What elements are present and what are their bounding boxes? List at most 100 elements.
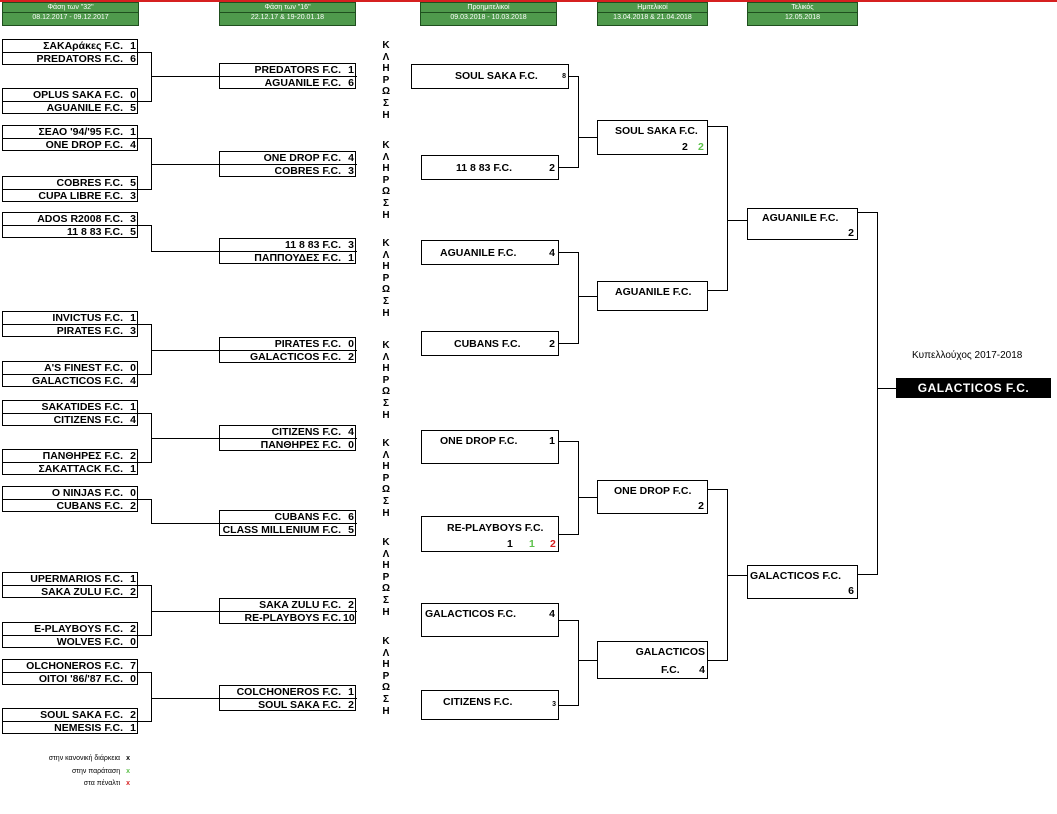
- team-row: ONE DROP F.C.4: [3, 139, 139, 151]
- team-name: ONE DROP F.C.: [45, 139, 123, 151]
- team-row: O NINJAS F.C.0: [3, 487, 139, 500]
- team-name: RE-PLAYBOYS F.C.: [447, 522, 544, 534]
- team-row: A'S FINEST F.C.0: [3, 362, 139, 375]
- team-row: CITIZENS F.C.4: [220, 426, 357, 439]
- team-name: WOLVES F.C.: [56, 636, 123, 648]
- header-dates: 12.05.2018: [748, 12, 857, 22]
- team-score: 1: [130, 40, 136, 52]
- connector-line: [578, 76, 579, 168]
- team-name: PIRATES F.C.: [274, 338, 341, 350]
- connector-line: [727, 575, 748, 576]
- connector-line: [138, 101, 152, 102]
- header-dates: 22.12.17 & 19-20.01.18: [220, 12, 355, 22]
- score-regular: 2: [682, 141, 688, 153]
- draw-letter: Ω: [381, 186, 391, 198]
- team-name: ΣΑΚΑράκες F.C.: [43, 40, 123, 52]
- team-row: AGUANILE F.C.5: [3, 102, 139, 114]
- team-row: CITIZENS F.C.4: [3, 414, 139, 426]
- team-row: PIRATES F.C. 0: [220, 338, 357, 351]
- team-row: SAKA ZULU F.C.2: [3, 586, 139, 598]
- header-final: Τελικός 12.05.2018: [747, 2, 858, 26]
- team-name: SAKA ZULU F.C.: [41, 586, 123, 598]
- draw-letter: Η: [382, 560, 390, 572]
- team-name: CITIZENS F.C.: [271, 426, 341, 438]
- team-name: 11 8 83 F.C.: [456, 162, 513, 174]
- draw-letter: Η: [382, 209, 390, 221]
- draw-letter: Ρ: [382, 174, 390, 186]
- team-name: OPLUS SAKA F.C.: [32, 89, 123, 101]
- connector-line: [151, 251, 220, 252]
- connector-line: [151, 523, 220, 524]
- sf-one-drop: ONE DROP F.C. 2: [597, 480, 708, 514]
- team-name: AGUANILE F.C.: [46, 102, 123, 114]
- team-row: WOLVES F.C. 0: [3, 636, 139, 648]
- team-row: RE-PLAYBOYS F.C.10: [220, 612, 357, 624]
- connector-line: [578, 497, 598, 498]
- team-score: 10: [343, 612, 355, 624]
- draw-letter: Ω: [381, 86, 391, 98]
- team-row: ONE DROP F.C.4: [220, 152, 357, 165]
- qf-re-playboys: RE-PLAYBOYS F.C. 1 1 2: [421, 516, 559, 552]
- team-score: 0: [348, 338, 354, 350]
- team-row: UPERMARIOS F.C.1: [3, 573, 139, 586]
- team-row: 11 8 83 F.C.5: [3, 226, 139, 238]
- header-title: Φάση των "32": [47, 4, 94, 11]
- draw-letter: Η: [382, 163, 390, 175]
- legend-mark: x: [126, 780, 130, 787]
- team-score: 3: [348, 165, 354, 177]
- team-score: 2: [348, 599, 354, 611]
- team-row: ΠΑΠΠΟΥΔΕΣ F.C.1: [220, 252, 357, 264]
- team-name: RE-PLAYBOYS F.C.: [244, 612, 341, 624]
- draw-letter: Κ: [382, 238, 390, 249]
- score-extra-time: 2: [698, 141, 704, 153]
- connector-line: [877, 388, 897, 389]
- team-score: 1: [348, 64, 354, 76]
- header-round-16: Φάση των "16" 22.12.17 & 19-20.01.18: [219, 2, 356, 26]
- draw-letter: Λ: [382, 449, 390, 461]
- connector-line: [138, 585, 152, 586]
- header-round-32: Φάση των "32" 08.12.2017 - 09.12.2017: [2, 2, 139, 26]
- connector-line: [578, 620, 579, 706]
- team-name: COLCHONEROS F.C.: [236, 686, 341, 698]
- team-score: 1: [130, 126, 136, 138]
- header-dates: 09.03.2018 - 10.03.2018: [421, 12, 556, 22]
- team-score: 4: [699, 664, 705, 676]
- team-score: 0: [130, 673, 136, 685]
- header-semifinals: Ημιτελικοί 13.04.2018 & 21.04.2018: [597, 2, 708, 26]
- draw-letter: Η: [382, 63, 390, 75]
- connector-line: [138, 499, 152, 500]
- draw-letter: Η: [382, 261, 390, 273]
- top-red-line: [0, 0, 1057, 2]
- draw-letter: Σ: [382, 594, 389, 606]
- team-row: ΣΑΚΑράκες F.C. 1: [3, 40, 139, 53]
- draw-letter: Σ: [382, 97, 389, 109]
- team-row: SOUL SAKA F.C.2: [3, 709, 139, 722]
- team-row: SAKA ZULU F.C.2: [220, 599, 357, 612]
- team-name: CUBANS F.C.: [454, 338, 521, 350]
- team-row: CUPA LIBRE F.C.3: [3, 190, 139, 202]
- team-name: GALACTICOS F.C.: [250, 351, 341, 363]
- connector-line: [858, 212, 878, 213]
- connector-line: [708, 290, 728, 291]
- team-score: 7: [130, 660, 136, 672]
- connector-line: [708, 660, 728, 661]
- connector-line: [559, 343, 579, 344]
- draw-letter: Λ: [382, 151, 390, 163]
- connector-line: [151, 672, 152, 722]
- draw-letter: Κ: [382, 537, 390, 548]
- connector-line: [151, 499, 152, 524]
- draw-letter: Λ: [382, 647, 390, 659]
- connector-line: [138, 635, 152, 636]
- team-score: 0: [130, 636, 136, 648]
- team-score: 2: [549, 162, 555, 174]
